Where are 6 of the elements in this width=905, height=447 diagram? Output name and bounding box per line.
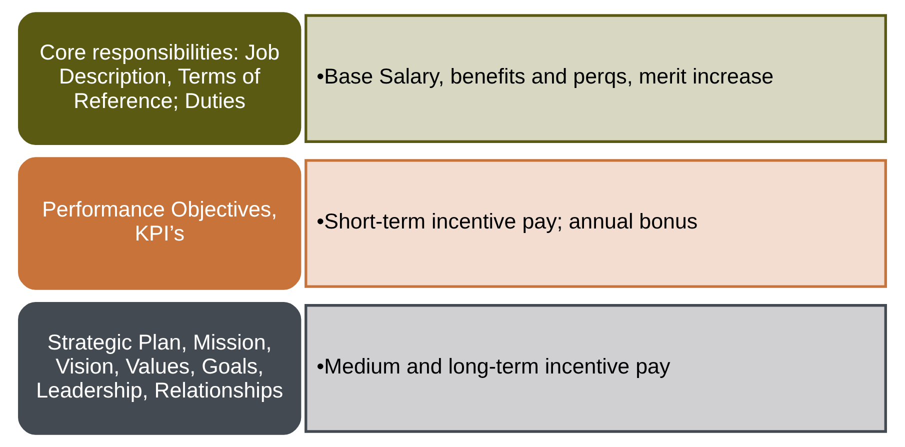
node-box: Performance Objectives, KPI’s <box>18 157 302 290</box>
node-box: Core responsibilities: Job Description, Terms of Reference; Duties <box>18 12 302 145</box>
node-box: •Medium and long-term incentive pay <box>304 304 887 433</box>
node-box: •Base Salary, benefits and perqs, merit increase <box>304 14 887 143</box>
node-box: Strategic Plan, Mission, Vision, Values, Goals, Leadership, Relationships <box>18 302 302 435</box>
node-box: •Short-term incentive pay; annual bonus <box>304 159 887 288</box>
